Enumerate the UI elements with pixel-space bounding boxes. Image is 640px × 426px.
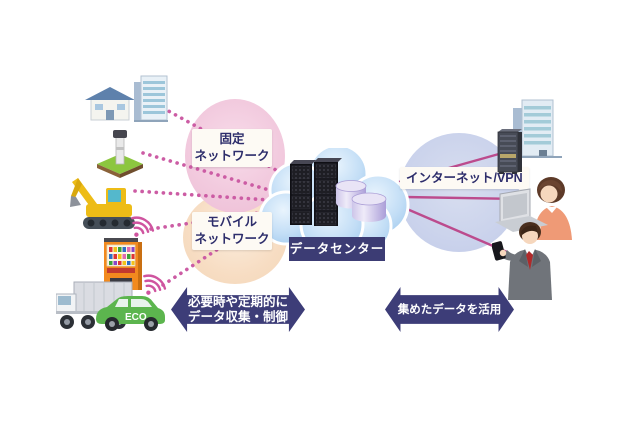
link-sensor-fixed [141, 151, 295, 199]
field-sensor-icon [97, 130, 143, 178]
internet-vpn-label: インターネット/VPN [400, 167, 529, 189]
link-vending-mobile [149, 209, 274, 231]
link-building-fixed [161, 106, 298, 183]
house-icon [85, 87, 135, 121]
excavator-icon [70, 178, 135, 229]
woman-with-laptop-icon [495, 177, 572, 240]
office-building-icon [134, 75, 168, 122]
eco-car-badge: ECO [125, 312, 147, 323]
businessman-with-smartphone-icon [492, 222, 552, 300]
database-cylinder-icon [335, 180, 387, 222]
eco-car-icon: ECO [96, 296, 165, 331]
mobile-network-label: モバイル ネットワーク [192, 212, 272, 250]
fixed-network-label: 固定 ネットワーク [192, 129, 272, 167]
link-internet-phone [399, 204, 508, 254]
server-rack-icon [497, 129, 522, 174]
server-rack-icon [290, 158, 342, 226]
wifi-waves-icon [143, 274, 167, 295]
vending-machine-icon [104, 238, 142, 290]
wifi-waves-icon [131, 216, 155, 237]
data-center-label: データセンター [289, 237, 385, 261]
